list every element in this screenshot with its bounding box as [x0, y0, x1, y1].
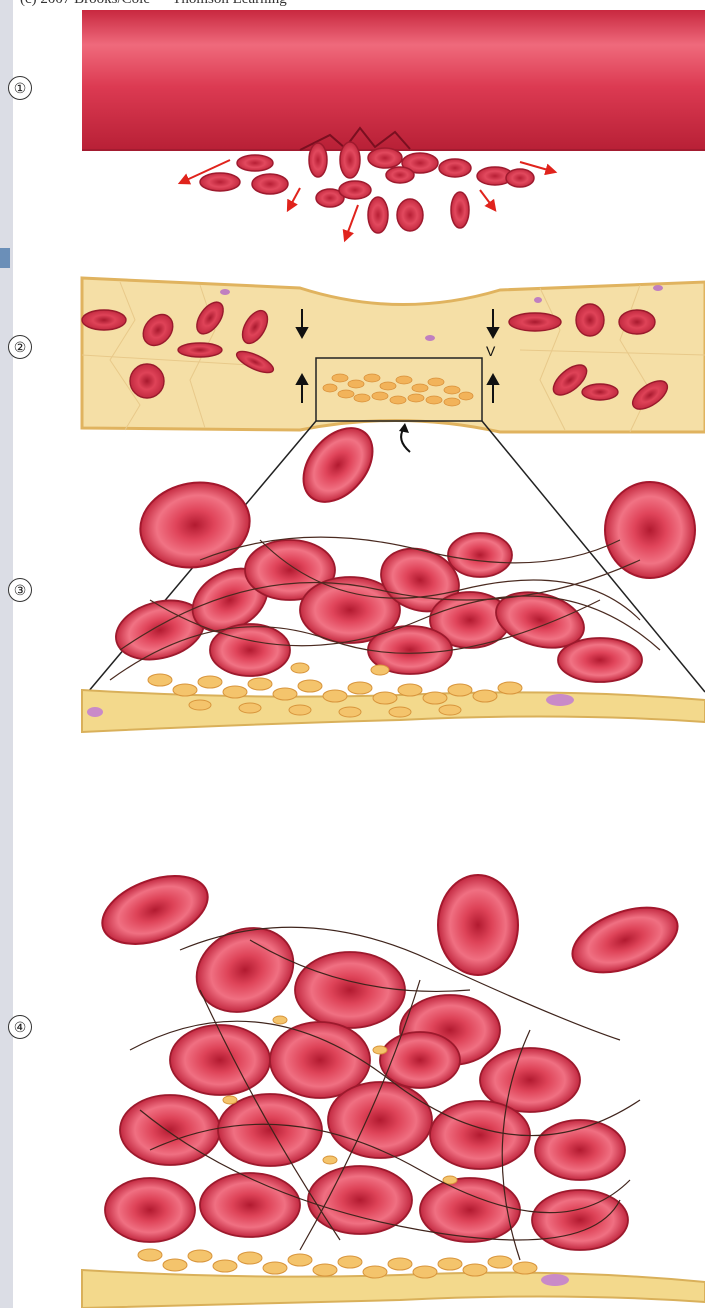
vasoconstriction-label: V [486, 343, 496, 359]
intact-blood-vessel [82, 10, 705, 150]
panel-1-vessel-rupture [0, 0, 705, 250]
side-tab-marker [0, 248, 10, 268]
escaping-red-blood-cells [200, 142, 534, 233]
retracted-clot-cells [105, 913, 628, 1250]
vessel-wall [82, 1270, 705, 1308]
constricted-vessel [82, 278, 705, 432]
panel-3-clot-formation [0, 420, 705, 750]
panel-4-clot-retraction [0, 860, 705, 1308]
